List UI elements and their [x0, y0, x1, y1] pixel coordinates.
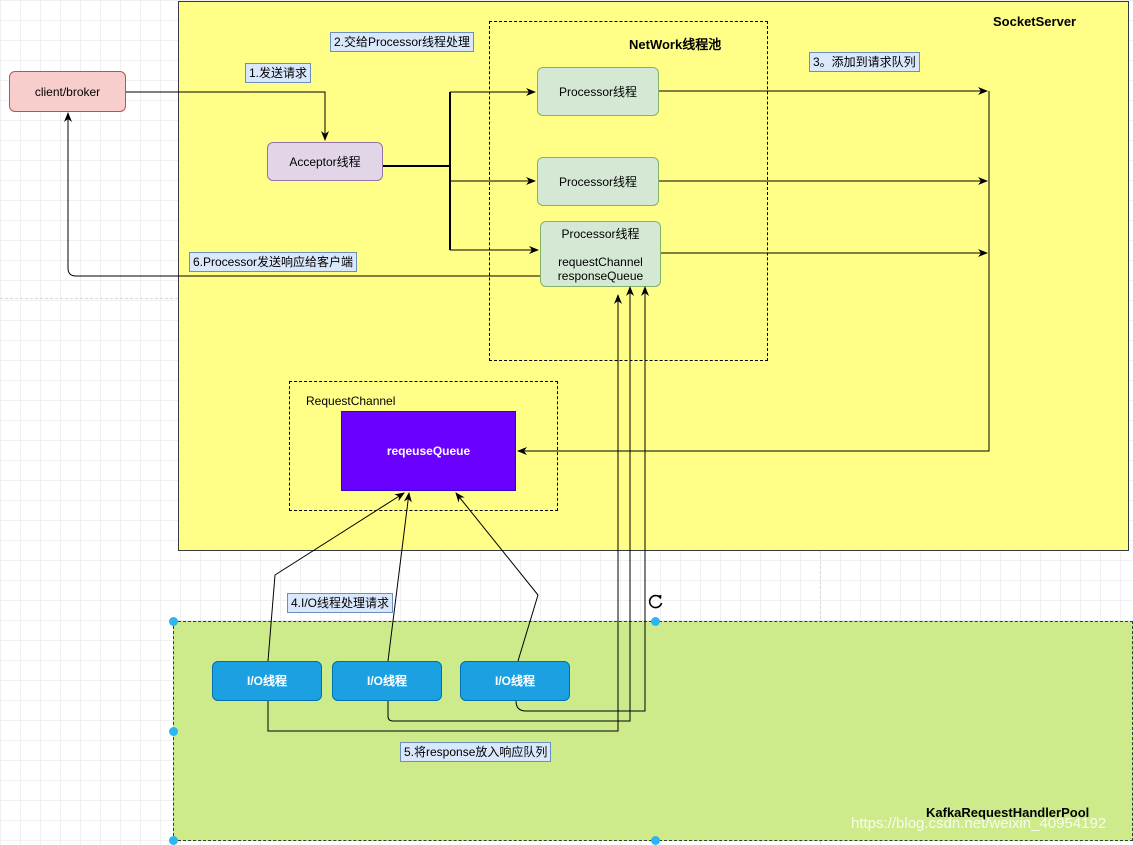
io-thread-label-3: I/O线程	[494, 674, 535, 688]
step-5-label: 5.将response放入响应队列	[400, 742, 552, 762]
step-3-label: 3。添加到请求队列	[809, 52, 920, 72]
kafka-pool-title: KafkaRequestHandlerPool	[926, 805, 1090, 820]
selection-handle-bottom-left[interactable]	[169, 836, 178, 845]
network-pool-title: NetWork线程池	[629, 37, 722, 52]
socket-server-title: SocketServer	[993, 14, 1077, 29]
processor-thread-label-1: Processor线程	[558, 84, 638, 99]
processor-thread-node-1[interactable]: Processor线程	[537, 67, 659, 116]
client-broker-label: client/broker	[34, 84, 101, 99]
rotate-icon[interactable]	[647, 592, 665, 610]
processor-response-queue-label: responseQueue	[557, 269, 644, 283]
acceptor-thread-label: Acceptor线程	[289, 154, 361, 169]
selection-handle-top-middle[interactable]	[651, 617, 660, 626]
io-thread-node-3[interactable]: I/O线程	[460, 661, 570, 701]
processor-thread-node-3[interactable]: Processor线程 requestChannel responseQueue	[540, 221, 661, 287]
selection-handle-middle-left[interactable]	[169, 727, 178, 736]
step-1-label: 1.发送请求	[245, 63, 312, 83]
request-queue-label: reqeuseQueue	[386, 444, 471, 458]
selection-handle-bottom-middle[interactable]	[651, 836, 660, 845]
step-2-label: 2.交给Processor线程处理	[330, 32, 475, 52]
processor-thread-label-2: Processor线程	[558, 174, 638, 189]
client-broker-node[interactable]: client/broker	[9, 71, 126, 112]
selection-handle-top-left[interactable]	[169, 617, 178, 626]
request-channel-title: RequestChannel	[306, 394, 396, 408]
watermark-text: https://blog.csdn.net/weixin_40954192	[851, 815, 1107, 832]
step-4-label: 4.I/O线程处理请求	[287, 593, 394, 613]
io-thread-node-2[interactable]: I/O线程	[332, 661, 442, 701]
io-thread-node-1[interactable]: I/O线程	[212, 661, 322, 701]
processor-request-channel-label: requestChannel	[558, 255, 643, 269]
processor-thread-node-2[interactable]: Processor线程	[537, 157, 659, 206]
io-thread-label-2: I/O线程	[366, 674, 407, 688]
step-6-label: 6.Processor发送响应给客户端	[189, 252, 358, 272]
request-queue-node[interactable]: reqeuseQueue	[341, 411, 516, 491]
page-guide-horizontal	[0, 298, 178, 299]
io-thread-label-1: I/O线程	[246, 674, 287, 688]
acceptor-thread-node[interactable]: Acceptor线程	[267, 142, 383, 181]
processor-thread-label-3: Processor线程	[561, 227, 640, 241]
